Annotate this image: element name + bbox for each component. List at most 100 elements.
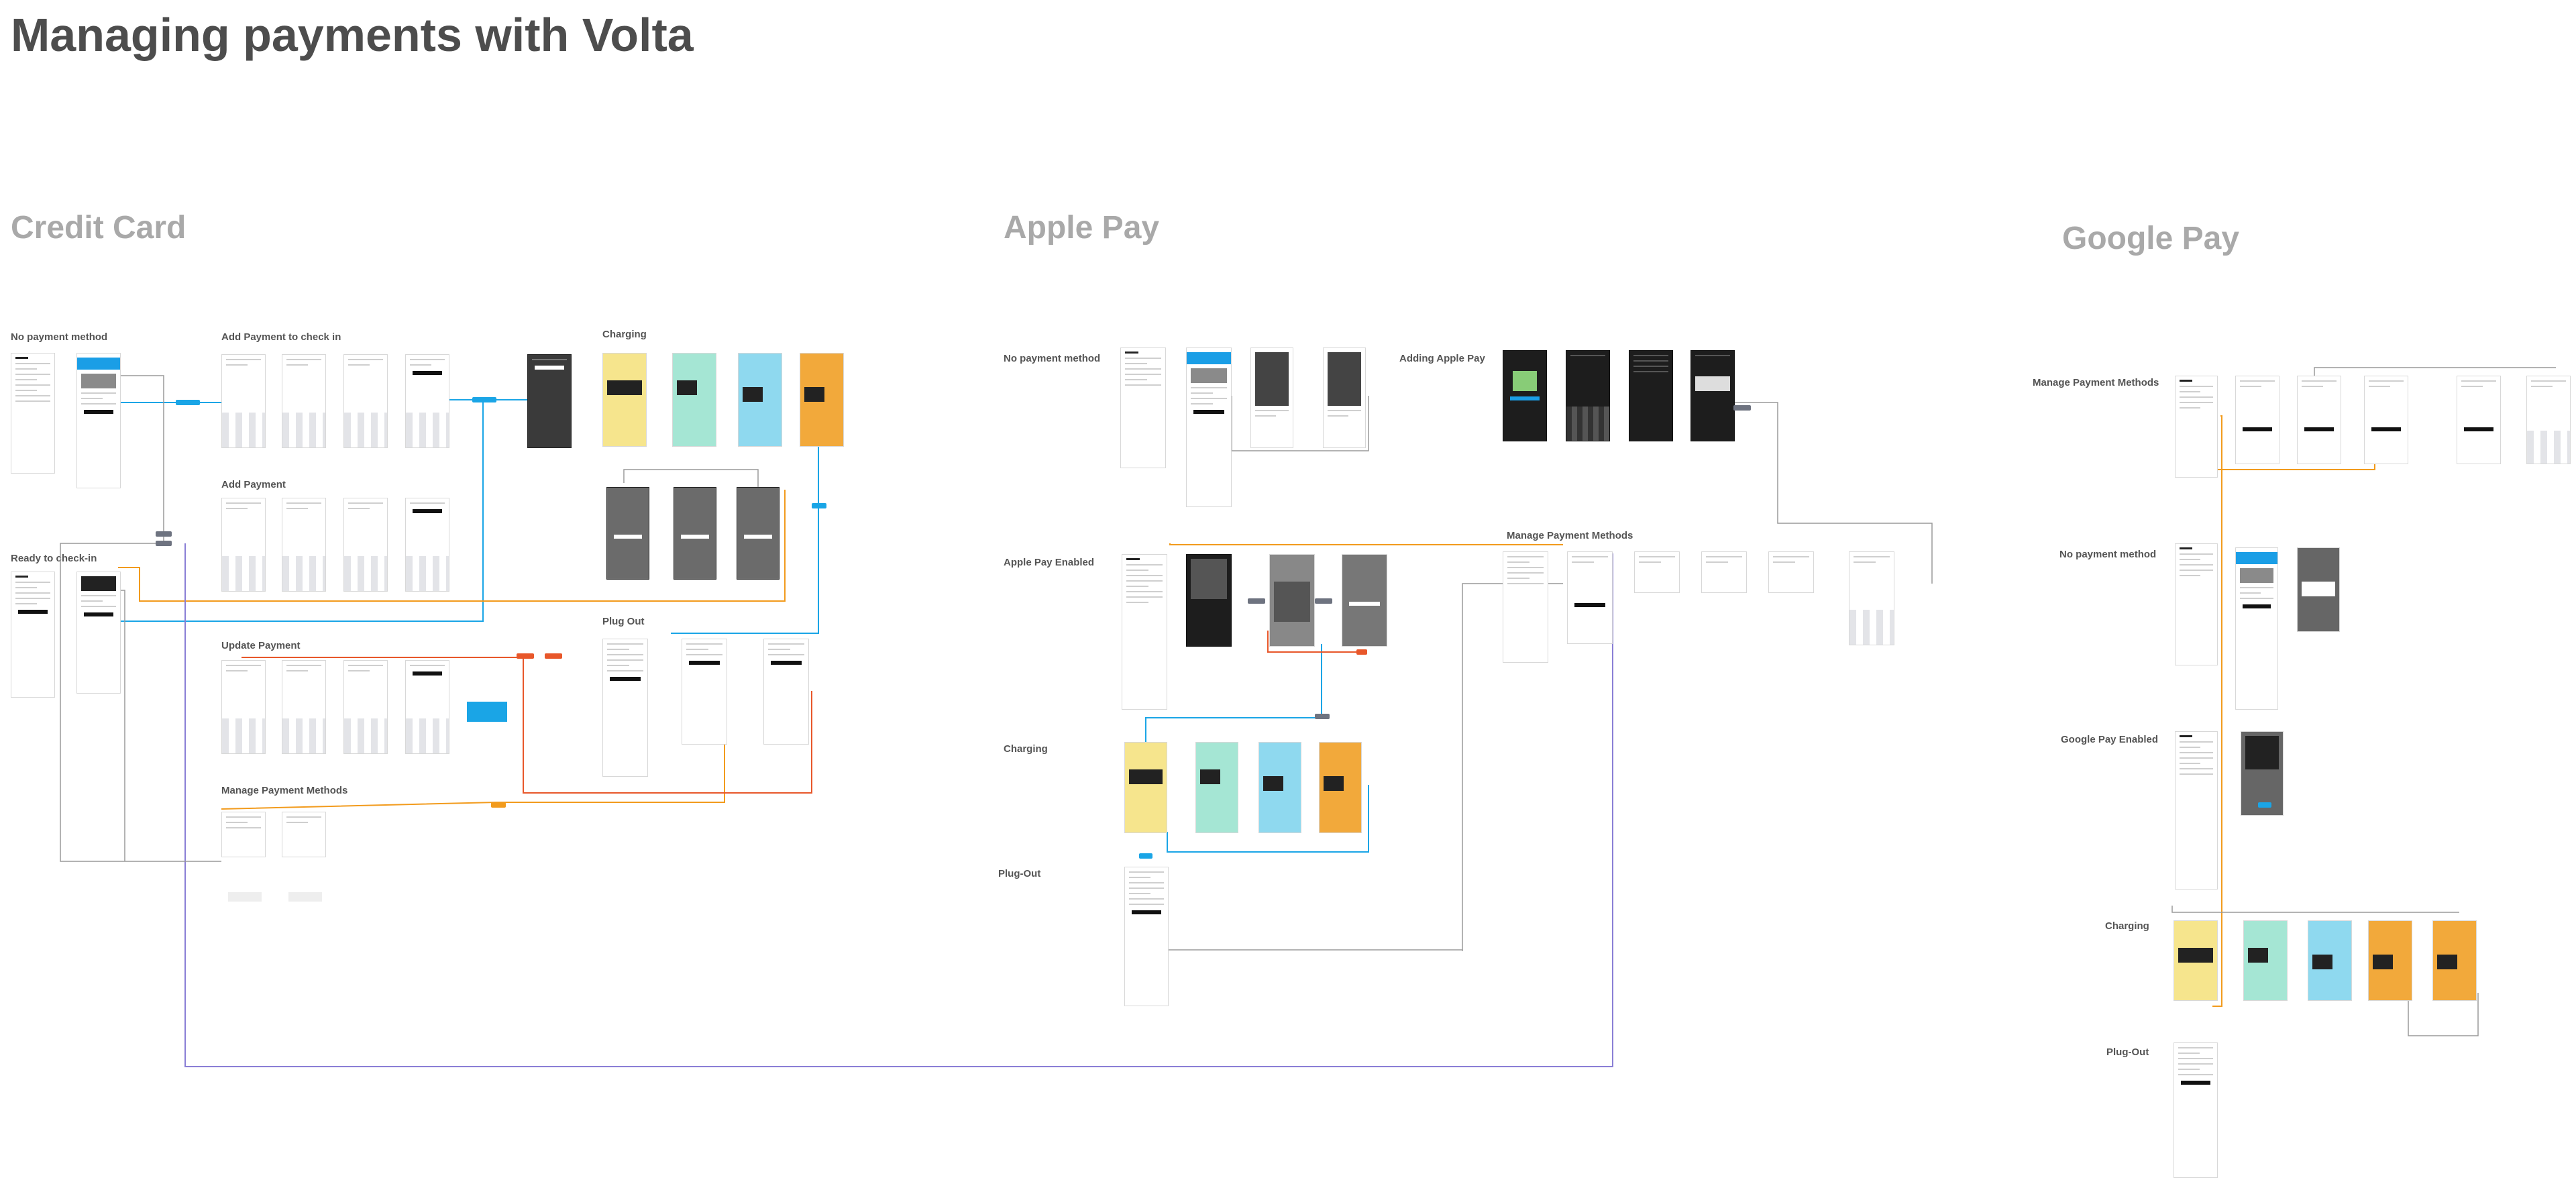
screen-cc-charging-4[interactable] [800,353,844,447]
screen-gp-enabled-2[interactable] [2241,731,2284,816]
screen-cc-plug-out-3[interactable] [763,639,809,745]
label-cc-ready-checkin: Ready to check-in [11,553,97,564]
label-ap-charging: Charging [1004,743,1048,755]
screen-cc-charging-3[interactable] [738,353,782,447]
screen-ap-enabled-menu[interactable] [1122,554,1167,710]
label-cc-plug-out: Plug Out [602,616,645,627]
screen-cc-add-step-3[interactable] [343,498,388,592]
screen-cc-ready-checkin[interactable] [76,572,121,694]
screen-ap-add-payment[interactable] [1186,347,1232,507]
screen-ap-plug-out[interactable] [1124,867,1169,1006]
tag-cc-red-2 [545,653,562,659]
screen-cc-charging-modal-1[interactable] [606,487,649,580]
tag-ap-gray-4 [1733,405,1751,411]
screen-ap-add-2[interactable] [1250,347,1293,448]
tag-cc-blue-2 [472,397,496,402]
screen-cc-checkin-step-4[interactable] [405,354,449,448]
tag-cc-blue-1 [176,400,200,405]
screen-ap-enabled-3[interactable] [1269,554,1315,647]
screen-gp-manage-5[interactable] [2457,376,2501,464]
screen-gp-charging-4[interactable] [2368,920,2412,1001]
screen-ap-manage-3[interactable] [1634,551,1680,593]
label-cc-update-payment: Update Payment [221,640,301,651]
label-gp-no-payment: No payment method [2059,549,2157,560]
screen-ap-charging-1[interactable] [1124,742,1167,833]
screen-cc-manage-2[interactable] [282,812,326,857]
screen-gp-enabled-menu[interactable] [2175,731,2218,889]
screen-cc-add-card[interactable] [76,353,121,488]
screen-gp-charging-2[interactable] [2243,920,2288,1001]
screen-cc-charging-2[interactable] [672,353,716,447]
screen-gp-add-modal[interactable] [2297,547,2340,632]
tag-cc-orange [491,802,506,808]
section-google-pay: Google Pay [2062,221,2240,256]
label-ap-enabled: Apple Pay Enabled [1004,557,1095,568]
screen-cc-ready-menu[interactable] [11,572,55,698]
screen-cc-add-step-2[interactable] [282,498,326,592]
screen-cc-add-step-1[interactable] [221,498,266,592]
screen-cc-checkin-step-3[interactable] [343,354,388,448]
screen-cc-update-step-1[interactable] [221,660,266,754]
note-cc-update [467,702,507,722]
tag-ap-gray-3 [1315,714,1330,719]
label-gp-manage: Manage Payment Methods [2033,377,2159,388]
screen-cc-manage-1[interactable] [221,812,266,857]
tag-ap-blue [1139,853,1152,859]
screen-gp-plug-out[interactable] [2174,1042,2218,1178]
screen-gp-charging-5[interactable] [2432,920,2477,1001]
label-cc-no-payment: No payment method [11,331,108,343]
screen-cc-checkin-step-1[interactable] [221,354,266,448]
screen-cc-update-step-3[interactable] [343,660,388,754]
screen-ap-enabled-2[interactable] [1186,554,1232,647]
screen-ap-charging-4[interactable] [1319,742,1362,833]
screen-ap-enabled-4[interactable] [1342,554,1387,647]
screen-ap-manage-6[interactable] [1849,551,1894,645]
screen-ap-wallet-3[interactable] [1629,350,1673,441]
screen-cc-charging-1[interactable] [602,353,647,447]
screen-gp-manage-3[interactable] [2297,376,2341,464]
screen-ap-no-payment-menu[interactable] [1120,347,1166,468]
screen-cc-update-step-2[interactable] [282,660,326,754]
tag-cc-gray-1 [156,531,172,537]
screen-cc-add-step-4[interactable] [405,498,449,592]
screen-ap-charging-2[interactable] [1195,742,1238,833]
screen-gp-charging-3[interactable] [2308,920,2352,1001]
screen-ap-add-3[interactable] [1323,347,1366,448]
screen-gp-manage-6[interactable] [2526,376,2571,464]
label-ap-no-payment: No payment method [1004,353,1101,364]
screen-ap-wallet-4[interactable] [1690,350,1735,441]
screen-gp-manage-4[interactable] [2364,376,2408,464]
tag-ap-red [1356,649,1367,655]
screen-ap-manage-4[interactable] [1701,551,1747,593]
screen-cc-charging-modal-3[interactable] [737,487,780,580]
screen-ap-wallet-2[interactable] [1566,350,1610,441]
label-cc-manage-methods: Manage Payment Methods [221,785,348,796]
screen-ap-manage-2[interactable] [1567,551,1613,644]
screen-gp-manage-2[interactable] [2235,376,2279,464]
label-gp-enabled: Google Pay Enabled [2061,734,2159,745]
screen-ap-charging-3[interactable] [1258,742,1301,833]
label-gp-plug-out: Plug-Out [2106,1046,2149,1058]
screen-gp-manage-menu[interactable] [2175,376,2218,478]
screen-cc-plug-out-1[interactable] [602,639,648,777]
screen-gp-charging-1[interactable] [2174,920,2218,1001]
tag-cc-gray-2 [156,541,172,546]
screen-cc-charging-modal-2[interactable] [674,487,716,580]
screen-gp-no-payment-menu[interactable] [2175,543,2218,665]
tag-gp-blue [2258,802,2271,808]
section-credit-card: Credit Card [11,210,186,246]
page-title: Managing payments with Volta [11,9,694,61]
screen-cc-update-step-4[interactable] [405,660,449,754]
screen-ap-wallet-1[interactable] [1503,350,1547,441]
screen-cc-plug-out-2[interactable] [682,639,727,745]
screen-cc-no-payment-menu[interactable] [11,353,55,474]
label-ap-manage: Manage Payment Methods [1507,530,1633,541]
screen-ap-manage-5[interactable] [1768,551,1814,593]
label-cc-add-payment: Add Payment [221,479,286,490]
screen-gp-add-payment[interactable] [2235,547,2278,710]
tag-cc-blue-3 [812,503,826,508]
screen-cc-checkin-step-2[interactable] [282,354,326,448]
screen-cc-checkin-modal[interactable] [527,354,572,448]
section-apple-pay: Apple Pay [1004,210,1160,246]
screen-ap-manage-1[interactable] [1503,551,1548,663]
